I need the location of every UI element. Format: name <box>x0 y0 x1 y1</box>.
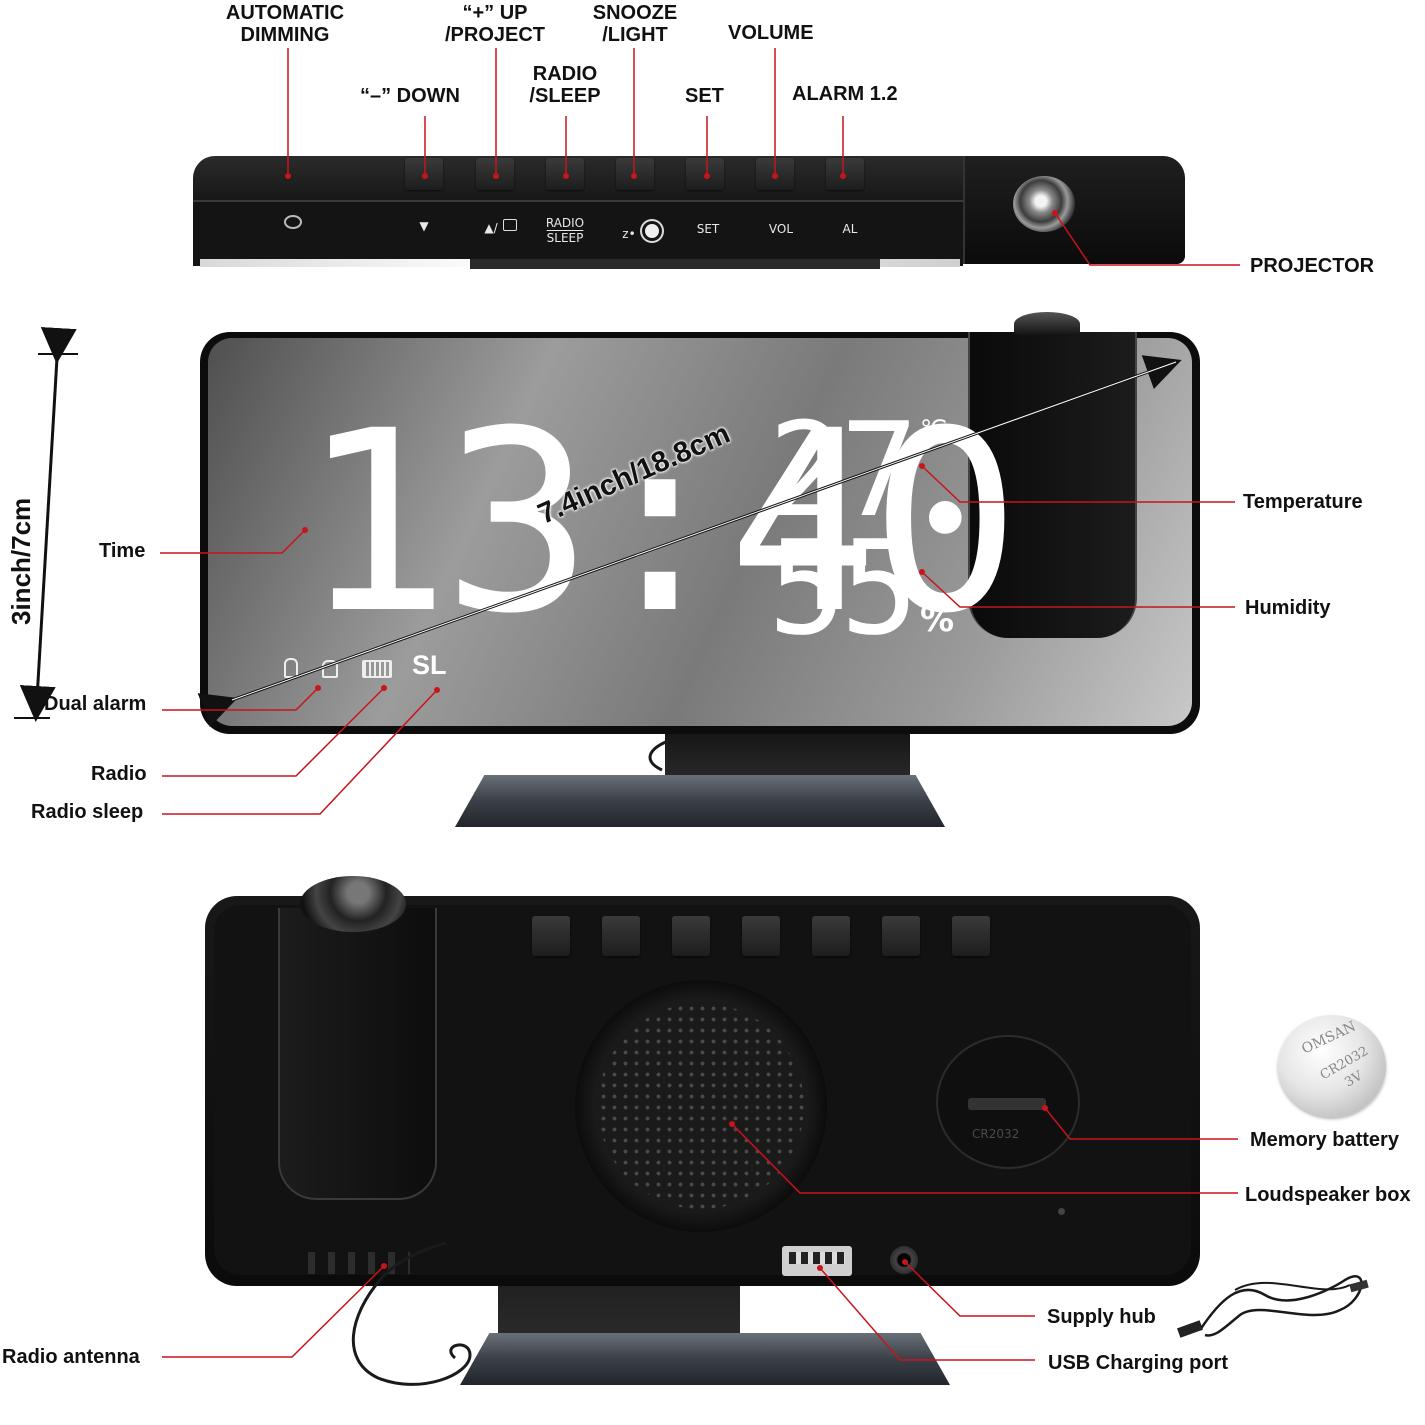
label-memory-battery: Memory battery <box>1250 1129 1399 1151</box>
callout-projector <box>1054 212 1240 266</box>
usb-plug <box>1177 1320 1203 1338</box>
diagonal-arrow-halo <box>231 361 1177 701</box>
callout-supply-hub <box>904 1261 1035 1317</box>
back-button-3[interactable] <box>672 916 710 956</box>
callout-memory-battery <box>1044 1107 1238 1140</box>
projector-small-icon <box>503 219 517 231</box>
battery-slot <box>968 1098 1046 1110</box>
label-up-project: “+” UP /PROJECT <box>444 2 546 46</box>
label-time: Time <box>99 540 146 562</box>
callout-radio-antenna <box>162 1265 385 1358</box>
projector-lens[interactable] <box>1013 176 1075 232</box>
callout-dual-alarm <box>162 687 319 711</box>
back-button-6[interactable] <box>882 916 920 956</box>
projector-knob-back[interactable] <box>300 876 406 932</box>
usb-cable <box>1198 1275 1363 1337</box>
front-stand-base <box>455 775 945 827</box>
label-radio-sleep-front: Radio sleep <box>31 801 144 823</box>
light-sensor-icon <box>284 215 302 229</box>
callout-humidity <box>921 571 1235 608</box>
radio-print: RADIO <box>545 216 585 230</box>
label-radio-sleep: RADIO /SLEEP <box>529 63 601 107</box>
label-volume: VOLUME <box>728 22 814 44</box>
vol-print: VOL <box>768 222 794 236</box>
coin-battery <box>1278 1015 1386 1117</box>
usb-port-inner <box>789 1252 845 1264</box>
label-radio-antenna: Radio antenna <box>2 1346 140 1368</box>
reset-hole[interactable] <box>1058 1208 1065 1215</box>
top-face <box>193 200 963 266</box>
label-alarm: ALARM 1.2 <box>792 83 898 105</box>
al-print: AL <box>842 222 858 236</box>
projector-knob-front[interactable] <box>1014 312 1080 336</box>
height-arrow <box>19 326 77 722</box>
snooze-print: z• <box>622 227 636 241</box>
label-snooze-light: SNOOZE /LIGHT <box>592 2 678 46</box>
label-projector: PROJECTOR <box>1250 255 1375 277</box>
up-print: ▲/ <box>484 221 498 235</box>
sleep-print: SLEEP <box>546 231 584 245</box>
dot-auto-dimming <box>285 173 291 179</box>
top-stand <box>470 259 880 269</box>
label-supply-hub: Supply hub <box>1047 1306 1156 1328</box>
back-button-5[interactable] <box>812 916 850 956</box>
label-set: SET <box>685 85 724 107</box>
sun-icon <box>645 224 659 238</box>
battery-back-print: CR2032 <box>972 1127 1020 1141</box>
callout-radio <box>162 687 385 777</box>
label-humidity: Humidity <box>1245 597 1331 619</box>
back-stand-base <box>460 1333 950 1385</box>
label-radio: Radio <box>91 763 147 785</box>
callout-time <box>160 529 306 554</box>
label-auto-dimming: AUTOMATIC DIMMING <box>225 2 345 46</box>
label-down: “–” DOWN <box>360 85 460 107</box>
callout-temperature <box>921 465 1235 503</box>
back-button-4[interactable] <box>742 916 780 956</box>
callout-loudspeaker <box>731 1123 1238 1194</box>
back-button-2[interactable] <box>602 916 640 956</box>
projector-arm-back <box>278 908 437 1200</box>
usb-cable-strand <box>1234 1281 1351 1291</box>
label-usb-port: USB Charging port <box>1048 1352 1228 1374</box>
down-print: ▼ <box>419 219 429 233</box>
label-temperature: Temperature <box>1243 491 1363 513</box>
front-cable <box>648 736 679 772</box>
speaker-holes <box>598 1003 804 1209</box>
set-print: SET <box>696 222 720 236</box>
callout-radio-sleep-front <box>162 689 438 815</box>
callout-usb <box>819 1267 1035 1361</box>
back-button-1[interactable] <box>532 916 570 956</box>
antenna-wire <box>351 1241 472 1386</box>
dc-plug <box>1349 1279 1369 1293</box>
back-button-7[interactable] <box>952 916 990 956</box>
label-loudspeaker: Loudspeaker box <box>1245 1184 1411 1206</box>
